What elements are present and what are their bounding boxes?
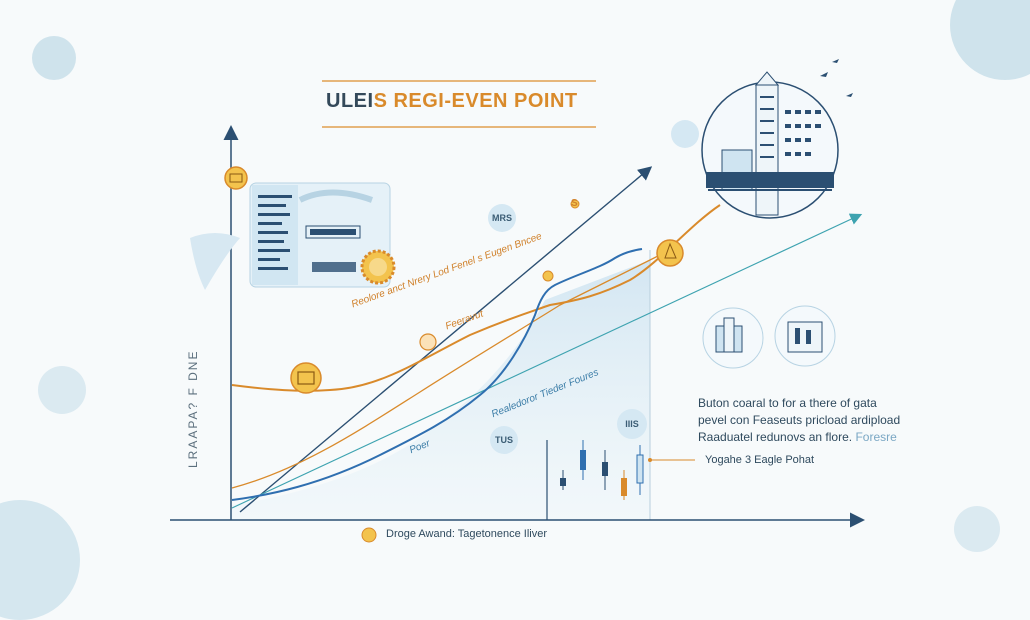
tus-badge-label: TUS [495,435,513,445]
coin-marker [224,166,248,190]
chart-icon-badge [774,305,836,367]
side-note: Buton coaral to for a there of gata peve… [698,395,900,446]
decor-blob [32,36,76,80]
mrs-badge-label: MRS [492,213,512,223]
decor-blob [38,366,86,414]
seal-icon [360,249,396,285]
orange-cost-curve [231,204,721,392]
note-line-1: Buton coaral to for a there of gata [698,396,877,410]
small-orange-dot [361,527,377,543]
tus-badge [490,426,518,454]
note-line-3-fade: Foresre [855,430,897,444]
note-line-3-main: Raaduatel redunovs an flore. [698,430,853,444]
y-axis-label: LRAAPA? F DNE [186,349,200,468]
navy-trend-arrow [239,166,653,513]
page-title: ULEIS REGI-EVEN POINT [326,90,578,113]
building-icon-badge [702,307,764,369]
small-orange-dot [570,199,580,209]
title-part1: ULEI [326,90,374,112]
note-line-3: Raaduatel redunovs an flore. Foresre [698,429,900,446]
box-marker [290,362,322,394]
title-rule-top [322,80,596,82]
birds-decoration [820,59,853,97]
mrs-badge [488,204,516,232]
decor-wave [190,233,240,290]
connector-dot [648,458,652,462]
note-line-2: pevel con Feaseuts pricload ardipload [698,413,901,427]
document-card [249,182,391,288]
candlestick-group [560,440,644,500]
iiis-badge-label: IIIS [625,419,639,429]
city-illustration [701,71,839,219]
title-part2: S REGI-EVEN POINT [373,90,578,112]
bottom-axis-label: Droge Awand: Tagetonence Iliver [386,528,548,540]
orange-revenue-line [231,254,661,489]
note-marker [419,333,437,351]
title-rule-bottom [322,126,596,128]
right-point-label: Yogahe 3 Eagle Pohat [705,454,815,466]
diagram-canvas [170,59,865,543]
breakeven-marker [656,239,684,267]
teal-trend-arrow [231,213,863,509]
blue-revenue-curve [231,248,643,501]
orange-tag-label: S [571,198,578,209]
iiis-badge [617,409,647,439]
decor-blob [954,506,1000,552]
small-orange-dot [542,270,554,282]
shaded-region [232,260,650,520]
mini-book-badge [671,120,699,148]
